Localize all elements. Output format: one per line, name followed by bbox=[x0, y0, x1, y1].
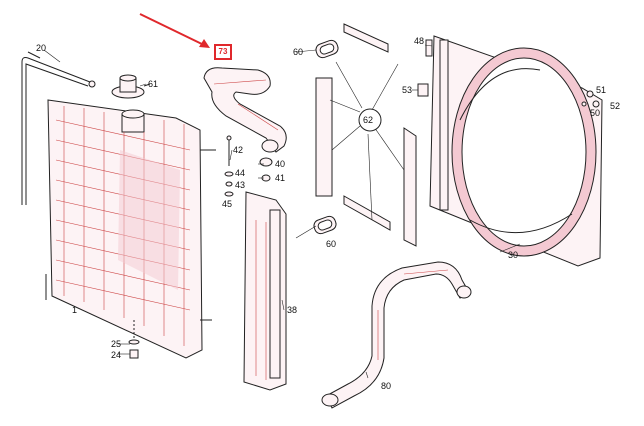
callout-60-bottom: 60 bbox=[326, 239, 337, 249]
callout-25: 25 bbox=[111, 339, 122, 349]
callout-45: 45 bbox=[222, 199, 233, 209]
callout-30: 30 bbox=[508, 250, 519, 260]
callout-20: 20 bbox=[36, 43, 47, 53]
rubber-gasket-bottom bbox=[313, 215, 337, 235]
callout-62: 62 bbox=[363, 115, 374, 125]
callout-ring-62 bbox=[358, 108, 382, 132]
upper-radiator-hose bbox=[203, 67, 287, 153]
callout-1: 1 bbox=[72, 305, 78, 315]
radiator-cap bbox=[111, 74, 151, 99]
callout-51: 51 bbox=[596, 85, 607, 95]
fan-shroud bbox=[429, 35, 603, 267]
callout-80: 80 bbox=[381, 381, 392, 391]
rubber-gasket-top bbox=[315, 39, 339, 59]
lower-radiator-hose bbox=[321, 261, 472, 409]
highlighted-part-label: 73 bbox=[214, 44, 232, 60]
callout-48: 48 bbox=[414, 36, 425, 46]
overflow-tube bbox=[21, 51, 96, 205]
callout-53: 53 bbox=[402, 85, 413, 95]
callout-50: 50 bbox=[590, 108, 601, 118]
callout-41: 41 bbox=[275, 173, 286, 183]
callout-61: 61 bbox=[148, 79, 159, 89]
highlight-arrow bbox=[139, 13, 210, 48]
radiator bbox=[45, 99, 216, 359]
fastener-set bbox=[224, 135, 273, 197]
callout-38: 38 bbox=[287, 305, 298, 315]
callout-44: 44 bbox=[235, 168, 246, 178]
side-panel bbox=[243, 191, 287, 391]
callout-60-top: 60 bbox=[293, 47, 304, 57]
shroud-strips bbox=[315, 23, 417, 247]
leader-lines bbox=[43, 44, 521, 379]
callout-43: 43 bbox=[235, 180, 246, 190]
callout-24: 24 bbox=[111, 350, 122, 360]
small-fasteners bbox=[581, 90, 600, 108]
callout-42: 42 bbox=[233, 145, 244, 155]
shroud-clips bbox=[417, 39, 433, 97]
callout-40: 40 bbox=[275, 159, 286, 169]
callout-52: 52 bbox=[610, 101, 621, 111]
